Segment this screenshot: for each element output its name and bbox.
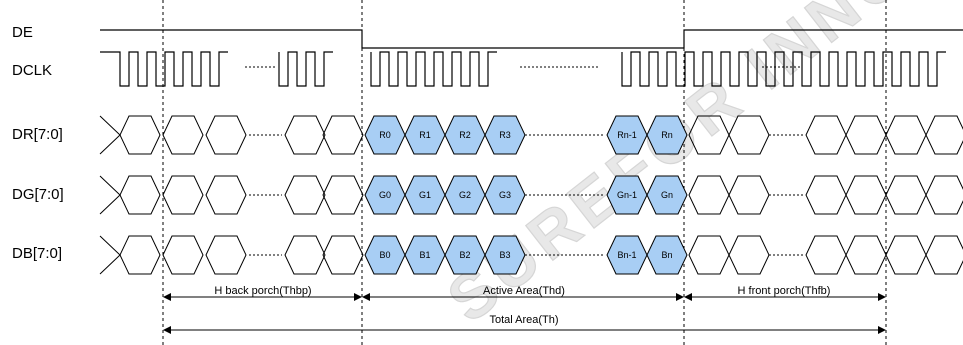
dclk-waveform <box>100 51 946 87</box>
dg-cell-label: G2 <box>459 190 471 200</box>
db-idle-cell <box>688 235 730 275</box>
db-idle-cell <box>162 235 204 275</box>
dr-active-cell <box>646 115 688 155</box>
arrowhead-right <box>878 326 886 334</box>
db-active-cell <box>646 235 688 275</box>
dr-idle-cell <box>805 115 847 155</box>
dr-cell-label: R3 <box>499 130 511 140</box>
dr-idle-cell <box>205 115 247 155</box>
total-area-label: Total Area(Th) <box>489 314 558 326</box>
db-cell-label: Bn-1 <box>617 250 636 260</box>
dg-idle-cell <box>728 175 770 215</box>
dr-row-lead <box>99 115 121 155</box>
de-waveform <box>100 29 963 49</box>
dr-cell-label: R1 <box>419 130 431 140</box>
dg-idle-cell <box>162 175 204 215</box>
dg-row-lead <box>99 175 121 215</box>
dr-cell-label: R2 <box>459 130 471 140</box>
dr-idle-cell <box>162 115 204 155</box>
db-idle-cell <box>322 235 364 275</box>
dg-cell-label: G1 <box>419 190 431 200</box>
db-signal-label: DB[7:0] <box>12 245 62 262</box>
dg-cell-label: G3 <box>499 190 511 200</box>
db-idle-cell <box>925 235 963 275</box>
dg-signal-label: DG[7:0] <box>12 186 64 203</box>
de-signal-label: DE <box>12 24 33 41</box>
dg-idle-cell <box>322 175 364 215</box>
db-idle-cell <box>885 235 927 275</box>
dg-idle-cell <box>925 175 963 215</box>
dg-cell-label: Gn <box>661 190 673 200</box>
dg-active-cell <box>646 175 688 215</box>
dg-idle-cell <box>119 175 161 215</box>
db-idle-cell <box>119 235 161 275</box>
arrowhead-right <box>878 293 886 301</box>
dg-idle-cell <box>885 175 927 215</box>
db-cell-label: B2 <box>459 250 470 260</box>
arrowhead-left <box>362 293 370 301</box>
dr-idle-cell <box>322 115 364 155</box>
active-area-label: Active Area(Thd) <box>483 285 565 297</box>
dg-idle-cell <box>284 175 326 215</box>
db-cell-label: Bn <box>661 250 672 260</box>
dr-idle-cell <box>284 115 326 155</box>
db-row-lead <box>99 235 121 275</box>
db-idle-cell <box>845 235 887 275</box>
dg-idle-cell <box>845 175 887 215</box>
dclk-signal-label: DCLK <box>12 62 52 79</box>
dr-idle-cell <box>925 115 963 155</box>
dg-cell-label: G0 <box>379 190 391 200</box>
arrowhead-left <box>163 326 171 334</box>
db-cell-label: B1 <box>419 250 430 260</box>
dr-cell-label: R0 <box>379 130 391 140</box>
dr-idle-cell <box>119 115 161 155</box>
front-porch-label: H front porch(Thfb) <box>738 285 831 297</box>
arrowhead-right <box>354 293 362 301</box>
dg-cell-label: Gn-1 <box>617 190 637 200</box>
db-idle-cell <box>728 235 770 275</box>
dr-idle-cell <box>845 115 887 155</box>
dr-idle-cell <box>885 115 927 155</box>
db-idle-cell <box>805 235 847 275</box>
back-porch-label: H back porch(Thbp) <box>214 285 311 297</box>
db-idle-cell <box>284 235 326 275</box>
db-cell-label: B3 <box>499 250 510 260</box>
dg-idle-cell <box>205 175 247 215</box>
dr-signal-label: DR[7:0] <box>12 126 63 143</box>
arrowhead-right <box>676 293 684 301</box>
db-cell-label: B0 <box>379 250 390 260</box>
dr-cell-label: Rn <box>661 130 673 140</box>
arrowhead-left <box>684 293 692 301</box>
dg-idle-cell <box>805 175 847 215</box>
db-idle-cell <box>205 235 247 275</box>
arrowhead-left <box>163 293 171 301</box>
dr-cell-label: Rn-1 <box>617 130 637 140</box>
dg-idle-cell <box>688 175 730 215</box>
